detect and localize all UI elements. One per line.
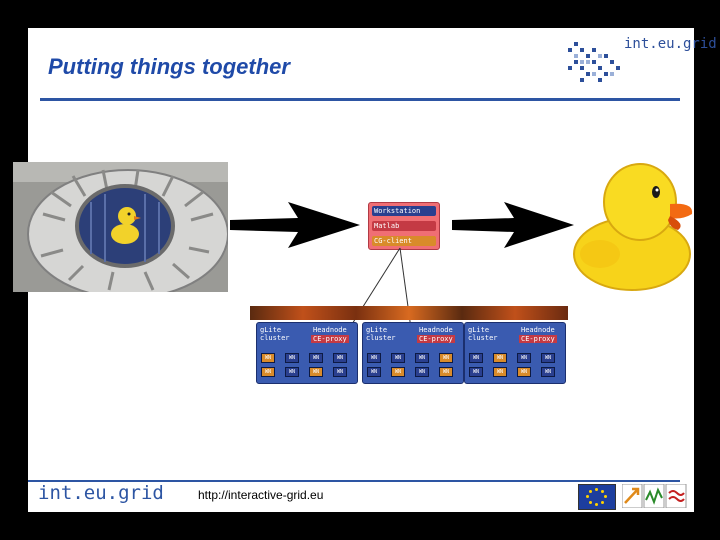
worker-node: WN <box>333 367 347 377</box>
worker-node: WN <box>493 367 507 377</box>
worker-node: WN <box>391 353 405 363</box>
title-divider <box>40 98 680 101</box>
worker-node: WN <box>285 367 299 377</box>
worker-node: WN <box>541 367 555 377</box>
worker-node: WN <box>261 367 275 377</box>
worker-node: WN <box>439 367 453 377</box>
footer-logo: int.eu.grid <box>38 482 164 504</box>
rubber-duck-image <box>573 163 693 291</box>
worker-node: WN <box>367 367 381 377</box>
right-arrow-icon <box>452 202 574 248</box>
footer-divider <box>28 480 680 482</box>
right-arrow-icon <box>230 202 360 248</box>
worker-node: WN <box>309 367 323 377</box>
worker-node: WN <box>541 353 555 363</box>
partner-logos-icon <box>622 484 687 508</box>
worker-node: WN <box>439 353 453 363</box>
worker-node: WN <box>309 353 323 363</box>
logo-text: int.eu.grid <box>624 36 717 52</box>
worker-node: WN <box>469 367 483 377</box>
fire-banner <box>250 306 568 320</box>
ce-proxy-label: CE-proxy <box>311 335 349 343</box>
worker-node: WN <box>415 353 429 363</box>
cluster-label: gLite cluster <box>366 326 396 342</box>
headnode-label: Headnode <box>313 326 347 334</box>
cluster-box: gLite cluster Headnode CE-proxy WN WN WN… <box>362 322 464 384</box>
headnode-label: Headnode <box>521 326 555 334</box>
workstation-item: Matlab <box>372 221 436 231</box>
workstation-item: CG-client <box>372 236 436 246</box>
ce-proxy-label: CE-proxy <box>519 335 557 343</box>
duck-in-scanner-image <box>13 162 228 292</box>
cluster-box: gLite cluster Headnode CE-proxy WN WN WN… <box>464 322 566 384</box>
worker-node: WN <box>391 367 405 377</box>
cluster-label: gLite cluster <box>260 326 290 342</box>
worker-node: WN <box>367 353 381 363</box>
worker-node: WN <box>285 353 299 363</box>
cluster-label: gLite cluster <box>468 326 498 342</box>
worker-node: WN <box>517 367 531 377</box>
workstation-title: Workstation <box>372 206 436 216</box>
ce-proxy-label: CE-proxy <box>417 335 455 343</box>
slide-title: Putting things together <box>48 54 290 79</box>
eu-flag-icon <box>578 484 616 510</box>
cluster-diagram: gLite cluster Headnode CE-proxy WN WN WN… <box>250 306 568 384</box>
int-eu-grid-logo-icon <box>568 42 620 82</box>
worker-node: WN <box>517 353 531 363</box>
worker-node: WN <box>493 353 507 363</box>
workstation-box: Workstation Matlab CG-client <box>368 202 440 250</box>
worker-node: WN <box>261 353 275 363</box>
headnode-label: Headnode <box>419 326 453 334</box>
footer-url: http://interactive-grid.eu <box>198 488 324 502</box>
worker-node: WN <box>333 353 347 363</box>
worker-node: WN <box>469 353 483 363</box>
cluster-box: gLite cluster Headnode CE-proxy WN WN WN… <box>256 322 358 384</box>
worker-node: WN <box>415 367 429 377</box>
